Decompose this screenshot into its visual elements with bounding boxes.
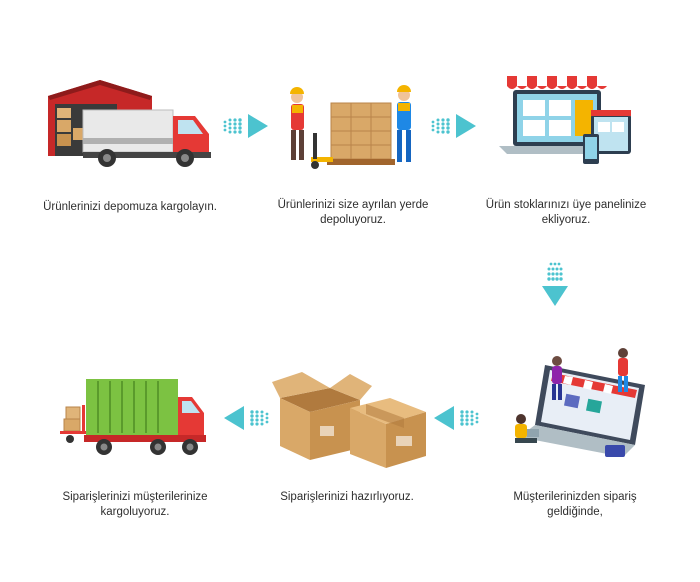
warehouse-truck-icon <box>48 80 211 167</box>
cargo-truck-icon <box>60 379 206 455</box>
step-2-caption: Ürünlerinizi size ayrılan yerde depoluyo… <box>277 199 429 226</box>
arrow-left-icon <box>224 406 269 430</box>
cardboard-boxes-icon <box>272 372 426 468</box>
step-3-caption: Ürün stoklarınızı üye panelinize ekliyor… <box>485 199 647 226</box>
arrow-right-icon <box>223 114 268 138</box>
arrow-down-icon <box>542 262 568 306</box>
arrow-right-icon <box>431 114 476 138</box>
online-shoppers-icon <box>515 348 645 457</box>
step-5-caption: Siparişlerinizi hazırlıyoruz. <box>280 491 414 503</box>
step-6-caption: Siparişlerinizi müşterilerinize kargoluy… <box>62 491 208 518</box>
step-1-caption: Ürünlerinizi depomuza kargolayın. <box>43 201 217 213</box>
workers-pallet-icon <box>290 85 411 169</box>
arrow-left-icon <box>434 406 479 430</box>
online-store-laptop-icon <box>499 76 631 164</box>
step-4-caption: Müşterilerinizden sipariş geldiğinde, <box>513 491 637 518</box>
